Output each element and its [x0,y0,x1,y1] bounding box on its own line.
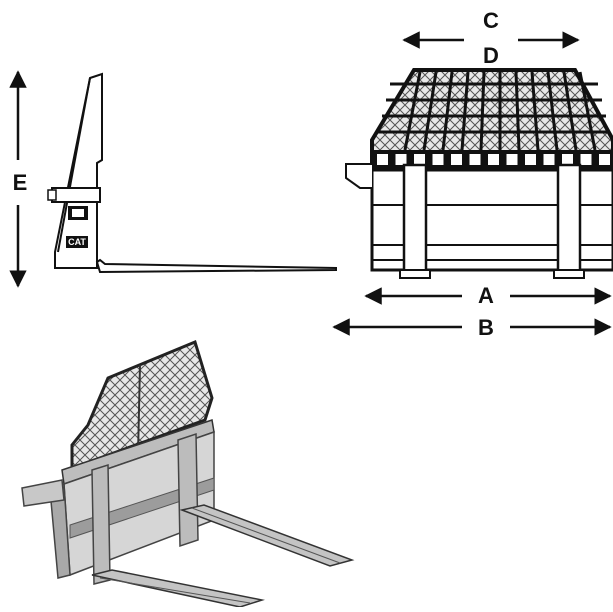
front-frame-slots [377,154,610,165]
frame-slot [599,154,610,165]
side-logo-plate [66,236,88,248]
grille-bar [530,71,540,151]
frame-slot [488,154,499,165]
frame-slot [562,154,573,165]
grille-bar [514,71,521,151]
frame-slot [377,154,388,165]
frame-slot [451,154,462,165]
frame-slot [525,154,536,165]
iso-upright-right [177,432,199,548]
label-c: C [483,8,499,33]
grille-bar [403,71,422,151]
frame-slot [543,154,555,165]
frame-slot [469,154,481,165]
isometric-view [21,339,355,608]
label-b: B [478,315,494,340]
side-logo-text: CAT [68,237,86,247]
front-fork-upright-right [556,163,582,277]
side-fork-tine [95,258,337,274]
frame-slot [432,154,444,165]
front-grille-grid [378,71,610,151]
label-e: E [12,170,28,195]
side-frame: CAT [47,72,103,269]
frame-slot [506,154,518,165]
grille-bar [562,71,578,151]
label-d: D [483,43,499,68]
frame-slot [414,154,425,165]
frame-slot [580,154,592,165]
grille-bar [479,71,486,151]
front-fork-upright-left [402,163,428,277]
grille-bar [441,71,454,151]
grille-bar [422,71,438,151]
grille-bar [578,71,597,151]
grille-bar [460,71,470,151]
iso-upright-left [91,463,111,585]
iso-fork-tine-front [91,569,265,608]
front-view [332,31,613,336]
front-side-hook [345,163,372,189]
frame-slot [395,154,407,165]
label-a: A [478,283,494,308]
side-view: CAT [9,70,337,288]
grille-bar [546,71,559,151]
